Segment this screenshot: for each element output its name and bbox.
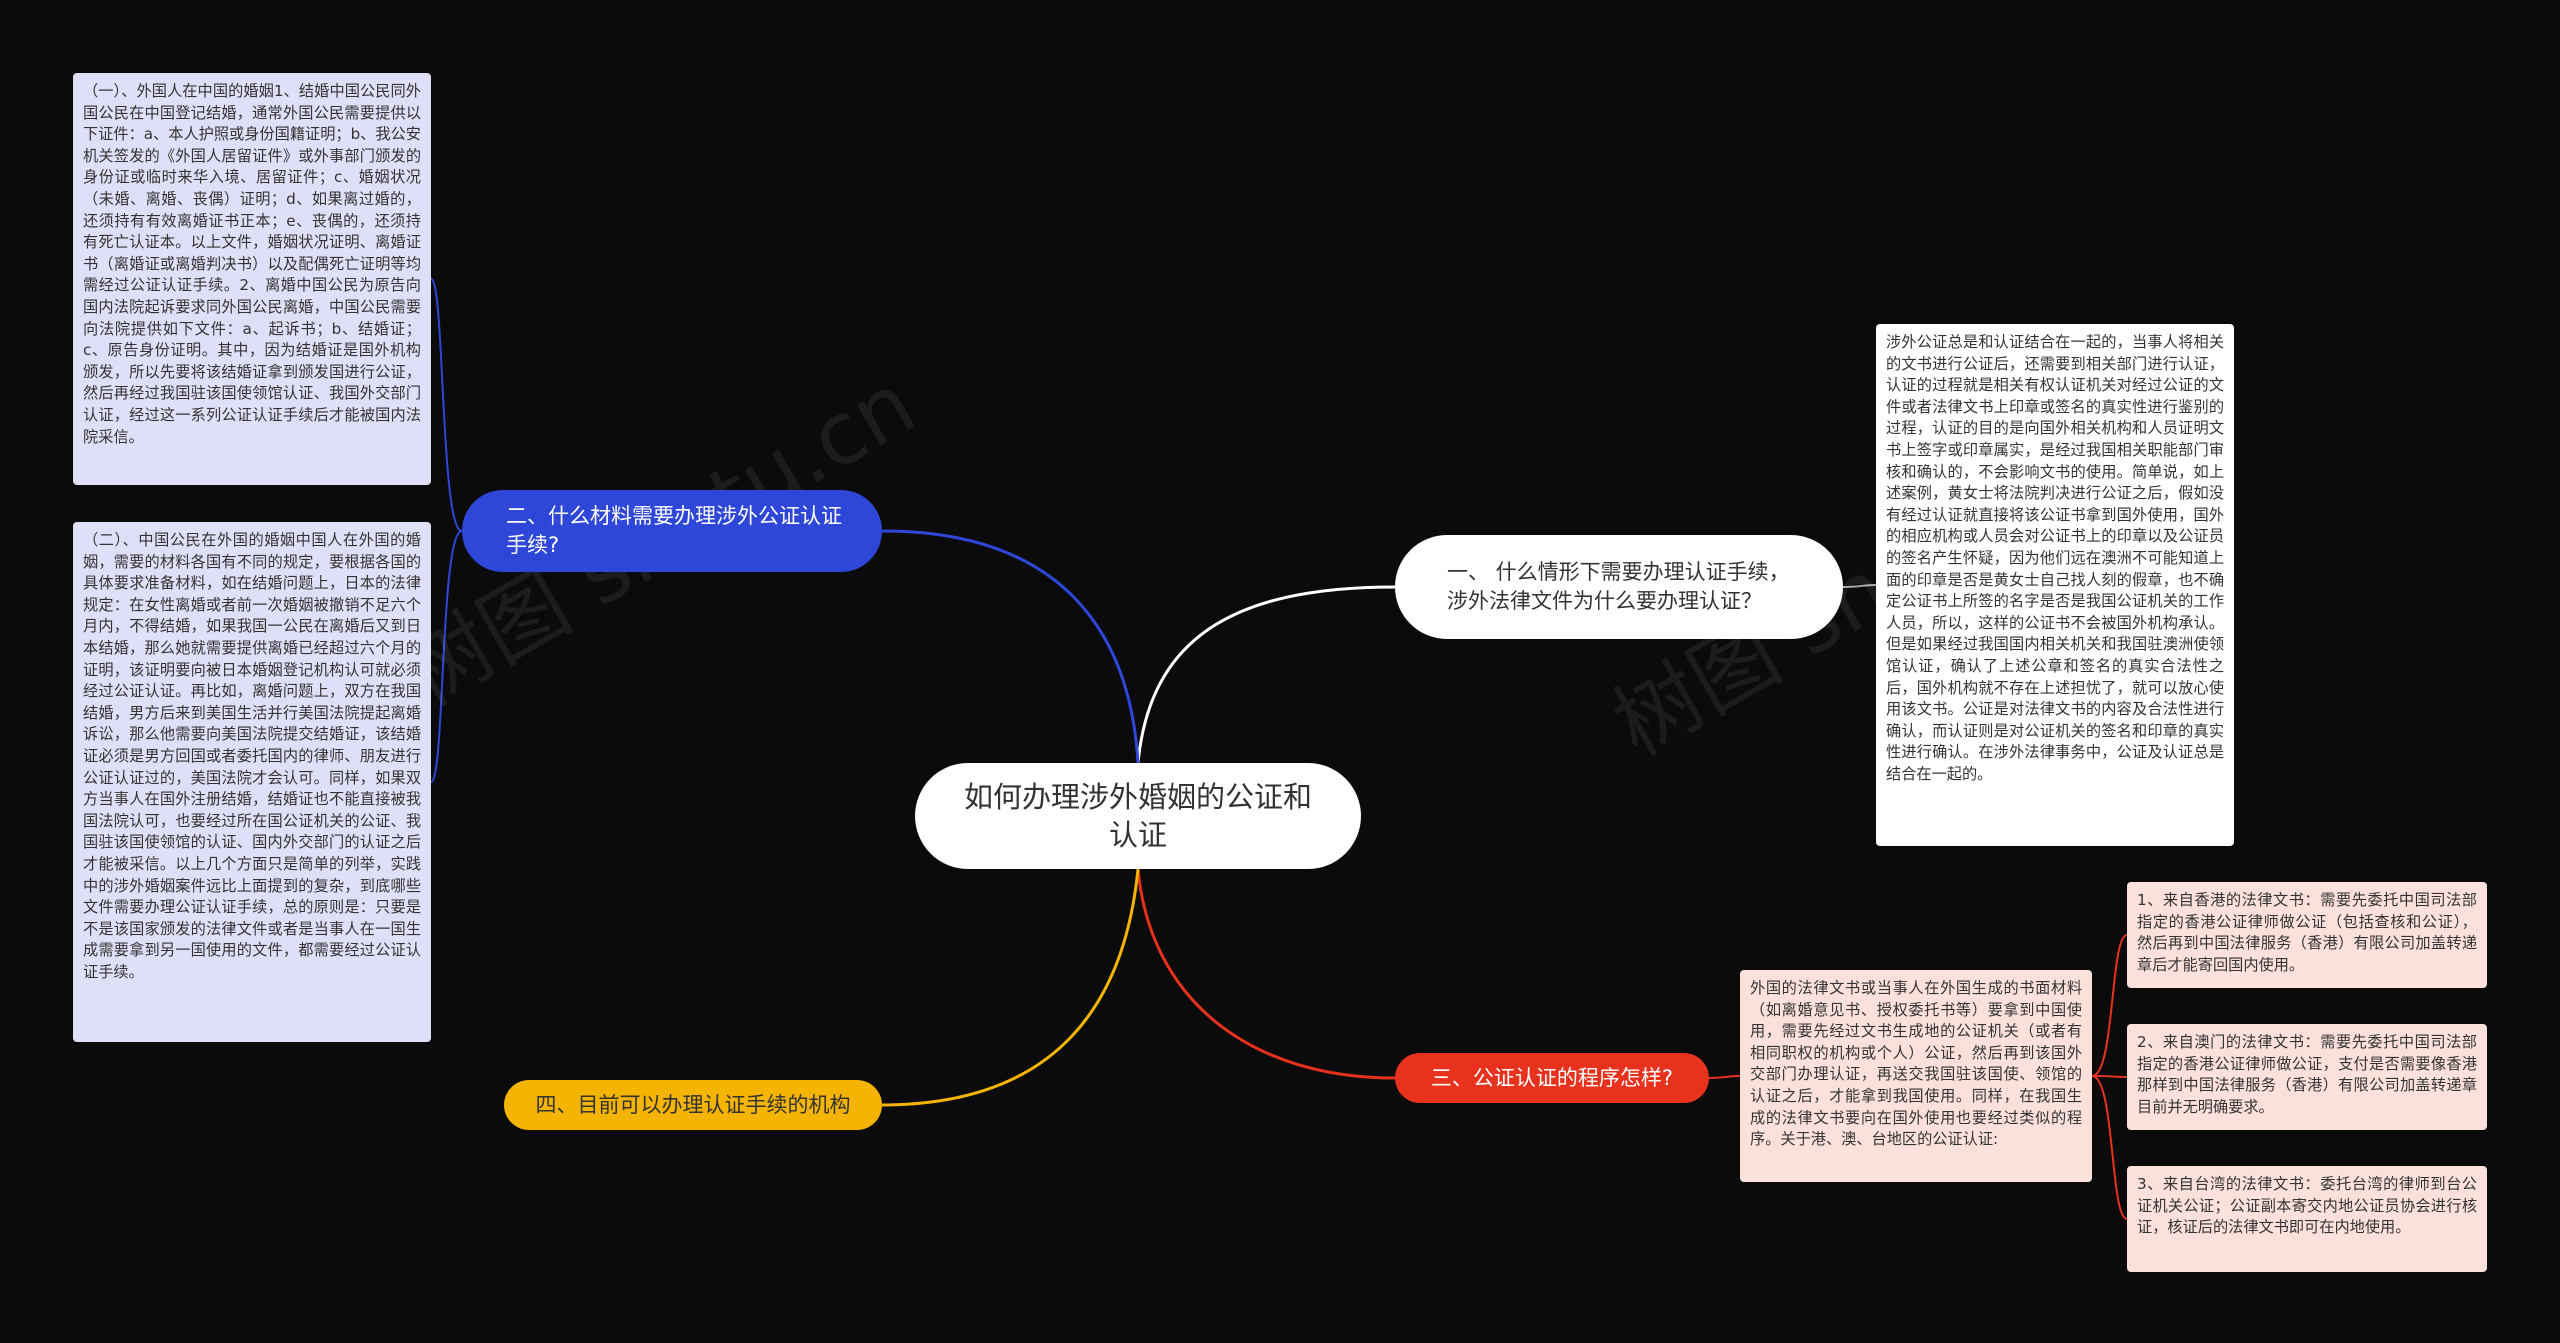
branch-1-leaf-explanation[interactable]: 涉外公证总是和认证结合在一起的，当事人将相关的文书进行公证后，还需要到相关部门进…: [1876, 324, 2234, 846]
connector-b1-leaf: [1842, 584, 1877, 588]
connector-b3-sub3: [2091, 1075, 2128, 1220]
connector-b2-leaf1: [430, 278, 463, 532]
connector-b3-sub2: [2091, 1075, 2128, 1078]
connector-b3-leaf: [1708, 1075, 1741, 1079]
connector-center-b1: [1136, 585, 1396, 764]
connector-center-b4: [881, 868, 1140, 1107]
branch-3-leaf-procedure[interactable]: 外国的法律文书或当事人在外国生成的书面材料（如离婚意见书、授权委托书等）要拿到中…: [1740, 970, 2092, 1182]
central-topic[interactable]: 如何办理涉外婚姻的公证和认证: [915, 763, 1361, 869]
branch-4-topic[interactable]: 四、目前可以办理认证手续的机构: [504, 1080, 882, 1130]
branch-2-leaf-chinese-abroad[interactable]: （二）、中国公民在外国的婚姻中国人在外国的婚姻，需要的材料各国有不同的规定，要根…: [73, 522, 431, 1042]
branch-3-sub-macau[interactable]: 2、来自澳门的法律文书：需要先委托中国司法部指定的香港公证律师做公证，支付是否需…: [2127, 1024, 2487, 1130]
branch-1-topic[interactable]: 一、 什么情形下需要办理认证手续，涉外法律文件为什么要办理认证？: [1395, 535, 1843, 639]
connector-center-b2: [881, 529, 1140, 764]
branch-2-topic[interactable]: 二、什么材料需要办理涉外公证认证手续?: [462, 490, 882, 572]
branch-3-sub-taiwan[interactable]: 3、来自台湾的法律文书：委托台湾的律师到台公证机关公证；公证副本寄交内地公证员协…: [2127, 1166, 2487, 1272]
branch-2-leaf-foreigners-in-china[interactable]: （一）、外国人在中国的婚姻1、结婚中国公民同外国公民在中国登记结婚，通常外国公民…: [73, 73, 431, 485]
branch-3-sub-hongkong[interactable]: 1、来自香港的法律文书：需要先委托中国司法部指定的香港公证律师做公证（包括查核和…: [2127, 882, 2487, 988]
connector-center-b3: [1136, 868, 1396, 1080]
connector-b2-leaf2: [430, 530, 463, 783]
branch-3-topic[interactable]: 三、公证认证的程序怎样?: [1395, 1053, 1709, 1103]
connector-b3-sub1: [2091, 934, 2128, 1077]
